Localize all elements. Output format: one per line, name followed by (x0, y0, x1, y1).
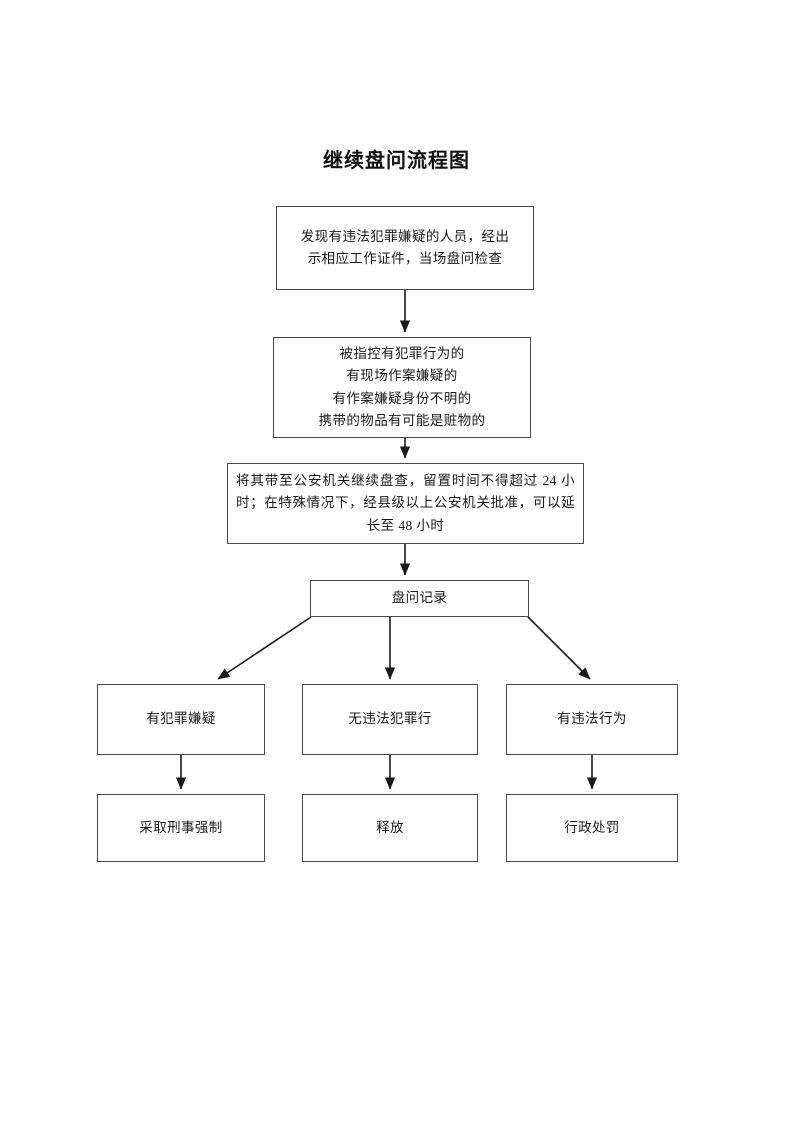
node-nocrime[interactable]: 无违法犯罪行 (302, 684, 478, 755)
node-detain[interactable]: 将其带至公安机关继续盘查，留置时间不得超过 24 小时；在特殊情况下，经县级以上… (227, 463, 584, 544)
node-penalty-label: 行政处罚 (564, 819, 620, 835)
node-coercive[interactable]: 采取刑事强制 (97, 794, 265, 862)
edge-record-to-violation (527, 616, 591, 680)
node-discover-label: 发现有违法犯罪嫌疑的人员，经出 示相应工作证件，当场盘问检查 (300, 228, 510, 266)
node-detain-label: 将其带至公安机关继续盘查，留置时间不得超过 24 小时；在特殊情况下，经县级以上… (236, 473, 575, 533)
node-crime-label: 有犯罪嫌疑 (146, 711, 216, 727)
node-conditions-label: 被指控有犯罪行为的 有现场作案嫌疑的 有作案嫌疑身份不明的 携带的物品有可能是赃… (318, 345, 486, 428)
node-record[interactable]: 盘问记录 (310, 580, 529, 617)
node-coercive-label: 采取刑事强制 (139, 819, 223, 835)
node-conditions[interactable]: 被指控有犯罪行为的 有现场作案嫌疑的 有作案嫌疑身份不明的 携带的物品有可能是赃… (273, 337, 531, 438)
node-violation[interactable]: 有违法行为 (506, 684, 678, 755)
node-crime[interactable]: 有犯罪嫌疑 (97, 684, 265, 755)
node-release-label: 释放 (376, 819, 404, 835)
node-nocrime-label: 无违法犯罪行 (348, 711, 432, 727)
node-release[interactable]: 释放 (302, 794, 478, 862)
edge-record-to-crime (217, 616, 312, 680)
node-discover[interactable]: 发现有违法犯罪嫌疑的人员，经出 示相应工作证件，当场盘问检查 (276, 206, 534, 290)
node-record-label: 盘问记录 (391, 590, 448, 606)
node-violation-label: 有违法行为 (557, 711, 627, 727)
page-title: 继续盘问流程图 (323, 150, 470, 172)
node-penalty[interactable]: 行政处罚 (506, 794, 678, 862)
